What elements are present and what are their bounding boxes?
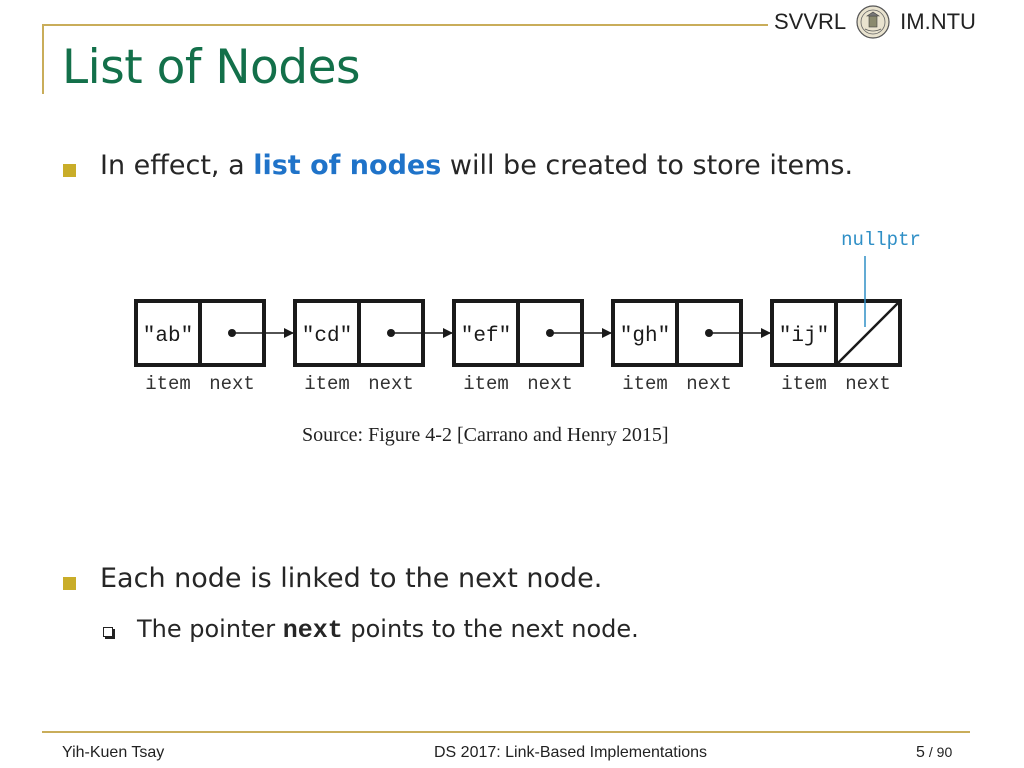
bullet-1-text: In effect, a list of nodes will be creat…: [100, 150, 853, 181]
list-node: "ab" item next: [134, 299, 294, 395]
bullet-1-pre: In effect, a: [100, 150, 254, 181]
item-label: item: [145, 373, 191, 395]
lab-label: SVVRL: [774, 9, 847, 34]
item-label: item: [781, 373, 827, 395]
list-node: "gh" item next: [611, 299, 771, 395]
next-label: next: [845, 373, 891, 395]
footer-rule: [42, 731, 970, 733]
university-seal-icon: [856, 5, 890, 39]
node-item-value: "ab": [143, 325, 193, 348]
page-number: 5: [916, 744, 925, 761]
node-item-value: "ef": [461, 325, 511, 348]
bullet-marker: [63, 164, 76, 177]
sub-bullet-pre: The pointer: [137, 615, 283, 643]
sub-bullet-marker: [103, 627, 113, 637]
figure-caption: Source: Figure 4-2 [Carrano and Henry 20…: [302, 424, 669, 446]
null-slash: [837, 302, 899, 364]
header-rule: [42, 24, 768, 26]
sub-bullet-code: next: [282, 616, 343, 645]
list-node: "ij" item next nullptr: [770, 229, 921, 395]
next-label: next: [209, 373, 255, 395]
sub-bullet-post: points to the next node.: [342, 615, 639, 643]
bullet-1-post: will be created to store items.: [441, 150, 854, 181]
node-item-value: "cd": [302, 325, 352, 348]
title-side-rule: [42, 24, 44, 94]
next-label: next: [527, 373, 573, 395]
footer-author: Yih-Kuen Tsay: [62, 744, 165, 761]
sub-bullet-text: The pointer next points to the next node…: [137, 615, 639, 645]
item-label: item: [304, 373, 350, 395]
item-label: item: [622, 373, 668, 395]
dept-label: IM.NTU: [900, 9, 976, 34]
bullet-2-text: Each node is linked to the next node.: [100, 563, 603, 594]
node-item-value: "ij": [779, 325, 829, 348]
list-node: "ef" item next: [452, 299, 612, 395]
footer-page: 5/ 90: [916, 744, 952, 762]
node-item-value: "gh": [620, 325, 670, 348]
bullet-1-highlight: list of nodes: [253, 150, 442, 181]
next-label: next: [686, 373, 732, 395]
nullptr-label: nullptr: [841, 229, 921, 251]
item-label: item: [463, 373, 509, 395]
slide-title: List of Nodes: [62, 40, 361, 95]
page-total: / 90: [928, 744, 953, 760]
next-label: next: [368, 373, 414, 395]
header-brand: SVVRL IM.NTU: [774, 4, 976, 40]
list-node: "cd" item next: [293, 299, 453, 395]
bullet-marker: [63, 577, 76, 590]
footer-course: DS 2017: Link-Based Implementations: [434, 744, 708, 761]
